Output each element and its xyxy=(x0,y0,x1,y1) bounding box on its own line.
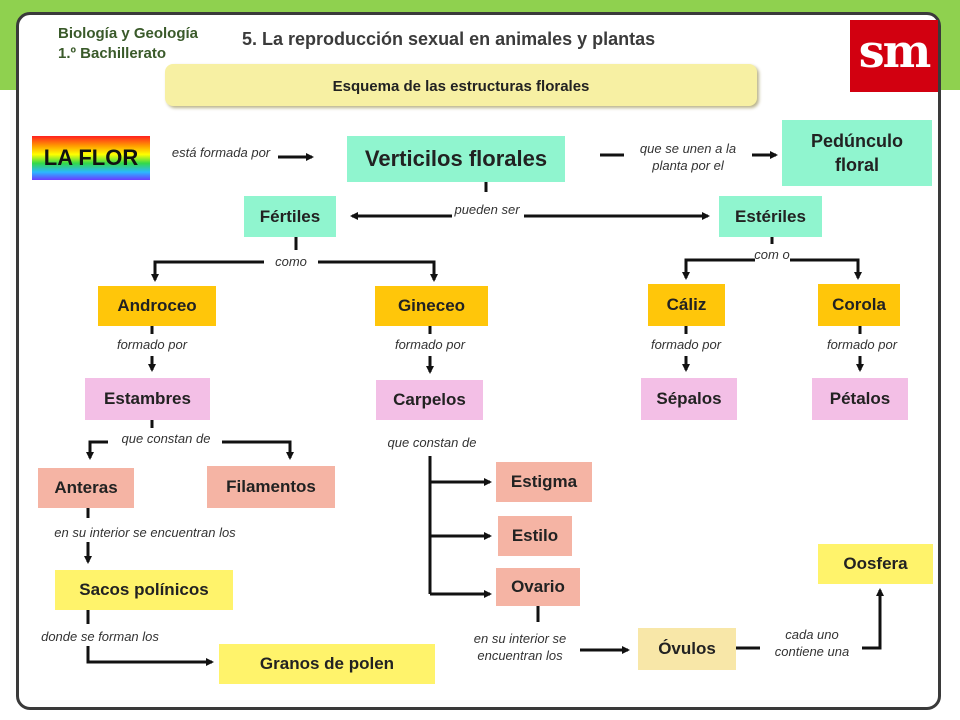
node-estilo: Estilo xyxy=(498,516,572,556)
label-que-se-unen: que se unen a la planta por el xyxy=(639,141,737,173)
node-sacos-polinicos: Sacos polínicos xyxy=(55,570,233,610)
node-filamentos: Filamentos xyxy=(207,466,335,508)
label-que-constan-carpelos: que constan de xyxy=(387,435,477,450)
node-oosfera: Oosfera xyxy=(818,544,933,584)
node-pedunculo-floral: Pedúnculo floral xyxy=(782,120,932,186)
publisher-logo: sm xyxy=(850,20,938,92)
label-que-constan-estambres: que constan de xyxy=(121,431,211,446)
arrow-anteras xyxy=(86,440,108,460)
node-estigma: Estigma xyxy=(496,462,592,502)
arrow-gineceo xyxy=(318,260,438,282)
node-petalos: Pétalos xyxy=(812,378,908,420)
diagram-title-banner: Esquema de las estructuras florales xyxy=(165,64,757,106)
arrow-corola xyxy=(790,258,862,280)
node-androceo: Androceo xyxy=(98,286,216,326)
label-formado-por-androceo: formado por xyxy=(116,337,188,352)
node-anteras: Anteras xyxy=(38,468,134,508)
label-esta-formada-por: está formada por xyxy=(171,145,271,160)
node-verticilos-florales: Verticilos florales xyxy=(347,136,565,182)
node-caliz: Cáliz xyxy=(648,284,725,326)
node-estambres: Estambres xyxy=(85,378,210,420)
label-en-su-interior-ovario: en su interior se encuentran los xyxy=(473,631,567,663)
label-cada-uno-contiene: cada uno contiene una xyxy=(774,627,850,659)
label-formado-por-gineceo: formado por xyxy=(394,337,466,352)
node-ovario: Ovario xyxy=(496,568,580,606)
arrow-filamentos xyxy=(222,440,294,460)
arrow-androceo xyxy=(151,260,264,282)
node-fertiles: Fértiles xyxy=(244,196,336,237)
node-granos-de-polen: Granos de polen xyxy=(219,644,435,684)
course-subject: Biología y Geología xyxy=(58,25,199,42)
node-gineceo: Gineceo xyxy=(375,286,488,326)
label-formado-por-caliz: formado por xyxy=(650,337,722,352)
label-pueden-ser: pueden ser xyxy=(454,202,520,217)
arrow-granos xyxy=(86,646,214,666)
label-como-esteriles: com o xyxy=(754,247,790,262)
node-ovulos: Óvulos xyxy=(638,628,736,670)
node-carpelos: Carpelos xyxy=(376,380,483,420)
diagram-title: Esquema de las estructuras florales xyxy=(332,78,590,95)
label-como-fertiles: como xyxy=(275,254,307,269)
course-level: 1.º Bachillerato xyxy=(58,45,167,62)
arrow-oosfera xyxy=(862,588,884,650)
arrow-caliz xyxy=(682,258,755,280)
course-label: Biología y Geología 1.º Bachillerato xyxy=(58,24,198,64)
unit-title: 5. La reproducción sexual en animales y … xyxy=(242,29,656,49)
label-donde-se-forman: donde se forman los xyxy=(41,629,159,644)
label-en-su-interior-anteras: en su interior se encuentran los xyxy=(54,525,236,540)
node-corola: Corola xyxy=(818,284,900,326)
label-formado-por-corola: formado por xyxy=(826,337,898,352)
logo-text: sm xyxy=(858,24,932,78)
node-la-flor: LA FLOR xyxy=(32,136,150,180)
node-sepalos: Sépalos xyxy=(641,378,737,420)
node-esteriles: Estériles xyxy=(719,196,822,237)
